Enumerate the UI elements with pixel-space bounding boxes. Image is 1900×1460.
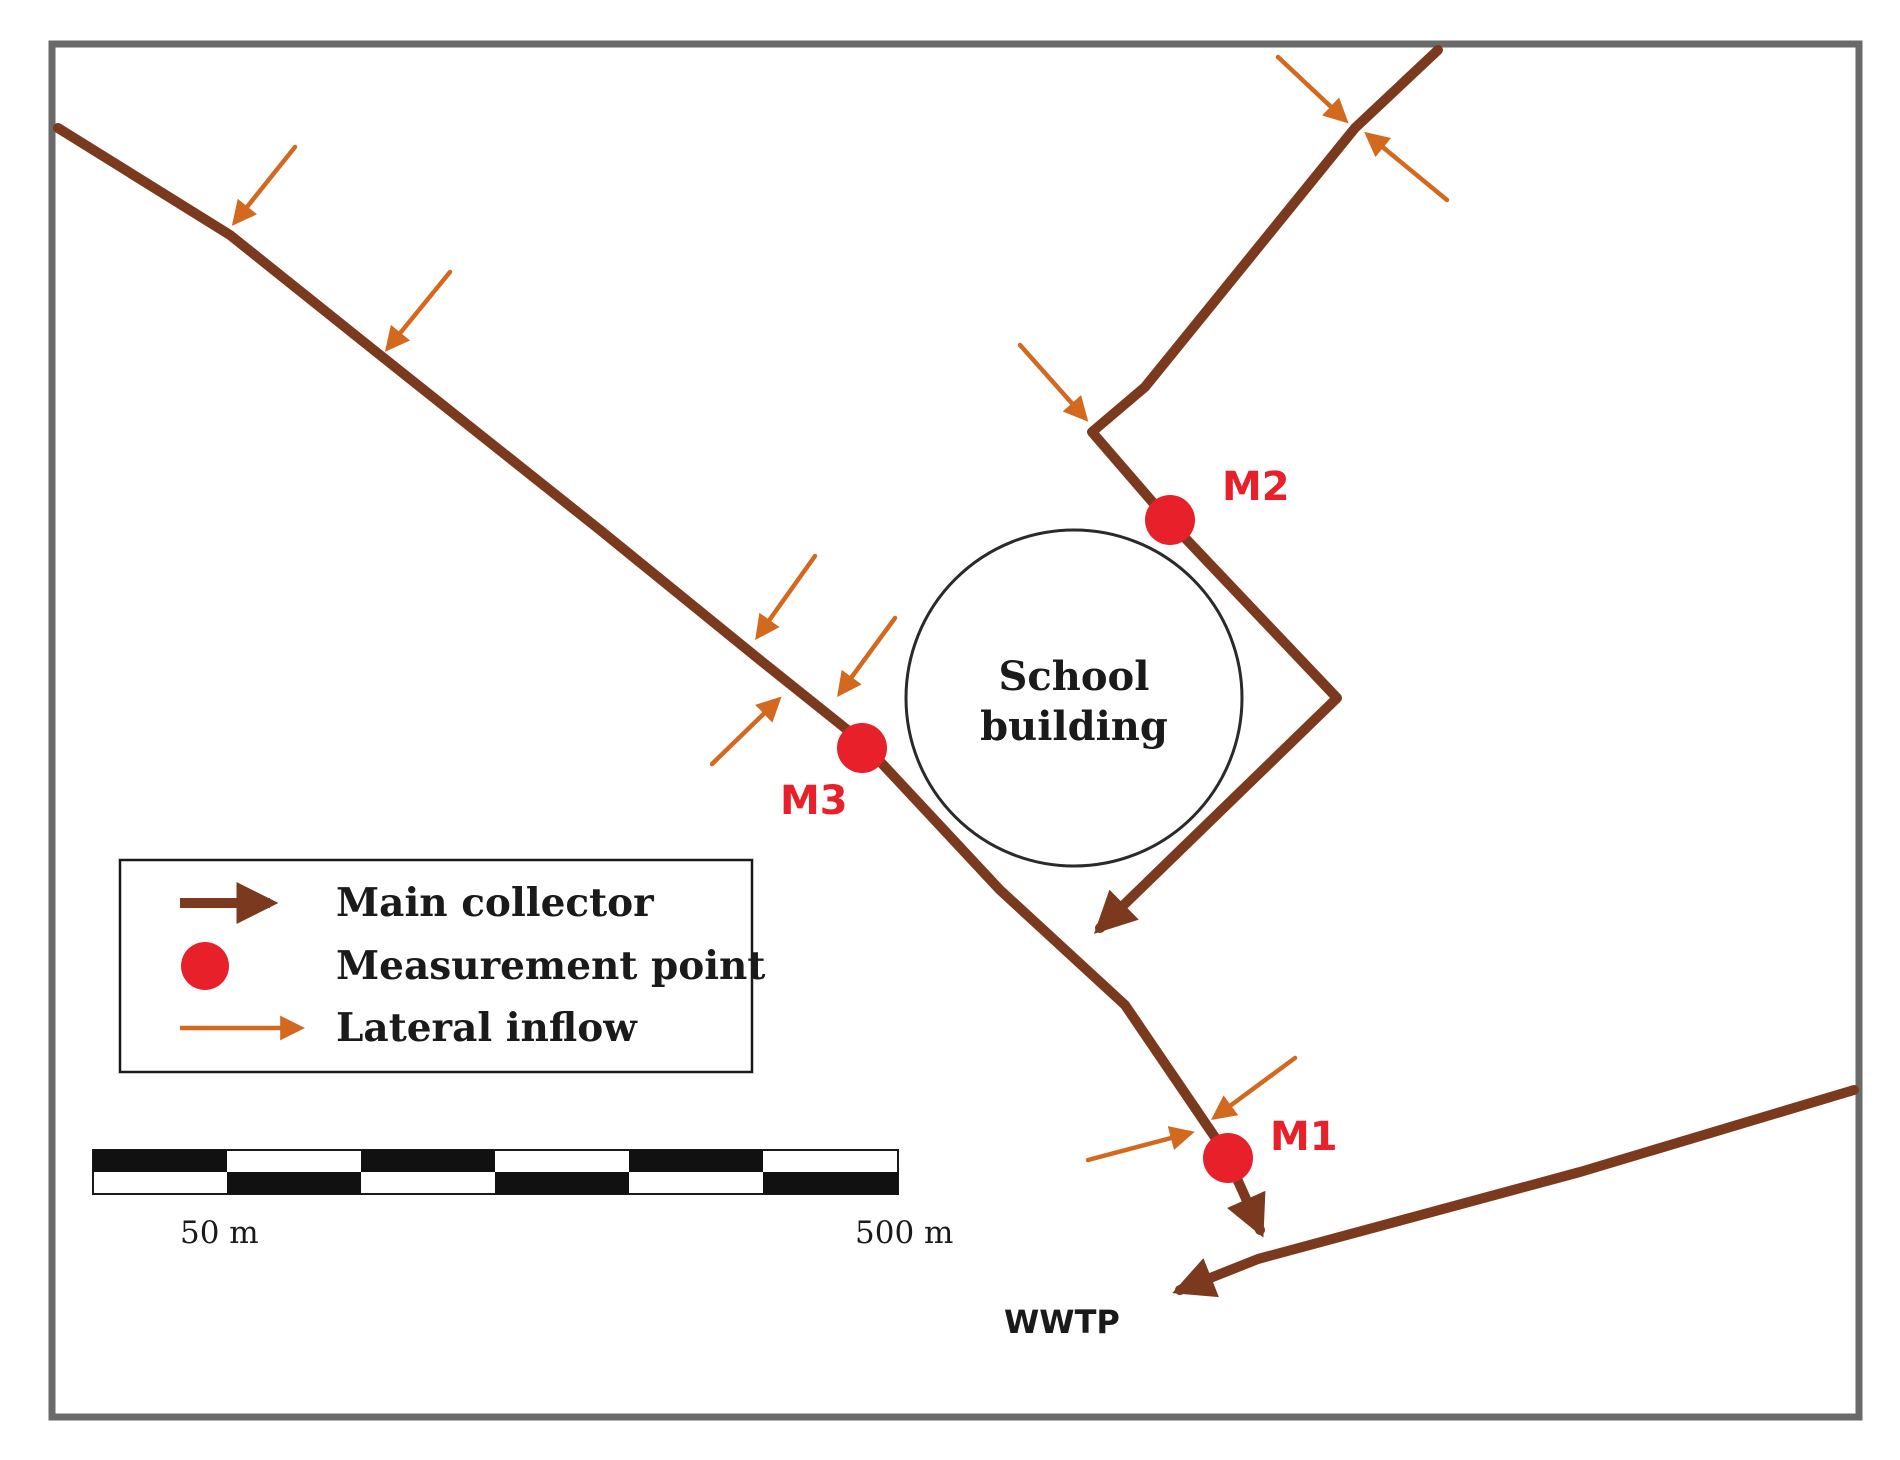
lateral-inflow-arrow <box>1364 131 1450 203</box>
scale-bar: 50 m 500 m <box>92 1149 953 1251</box>
wwtp-label: WWTP <box>1004 1303 1120 1341</box>
lateral-inflow-arrow <box>1275 54 1349 124</box>
legend-measurement-point-symbol <box>181 942 229 990</box>
school-building-label-line1: School <box>999 653 1150 700</box>
scale-bar-segment <box>763 1172 898 1194</box>
scale-bar-segment <box>495 1172 629 1194</box>
lateral-inflow-arrow <box>1211 1055 1298 1120</box>
school-building-label-line2: building <box>980 703 1168 750</box>
legend: Main collector Measurement point Lateral… <box>118 858 765 1074</box>
legend-lateral-inflow-label: Lateral inflow <box>336 1005 638 1051</box>
lateral-inflow-arrow <box>1085 1126 1195 1163</box>
measurement-point-m3 <box>837 723 887 773</box>
legend-measurement-point-label: Measurement point <box>336 943 765 989</box>
lateral-inflows <box>231 54 1450 1163</box>
scale-bar-segment <box>361 1150 495 1172</box>
legend-main-collector-label: Main collector <box>336 880 654 926</box>
scale-bar-segment <box>227 1172 361 1194</box>
scale-bar-label-right: 500 m <box>855 1215 953 1251</box>
scale-bar-segment <box>93 1150 227 1172</box>
measurement-point-m2 <box>1145 495 1195 545</box>
measurement-point-m1 <box>1203 1133 1253 1183</box>
lateral-inflow-arrow <box>384 269 453 352</box>
measurement-point-m3-label: M3 <box>780 778 848 824</box>
lateral-inflow-arrow <box>231 144 298 226</box>
main-collector-network <box>53 45 1859 1298</box>
west-collector-branch <box>53 123 1266 1238</box>
scale-bar-segment <box>629 1150 763 1172</box>
lateral-inflow-arrow <box>755 553 818 641</box>
north-collector-branch <box>1087 45 1443 934</box>
scale-bar-label-left: 50 m <box>180 1215 259 1251</box>
measurement-point-m2-label: M2 <box>1222 464 1290 510</box>
school-building <box>904 528 1244 868</box>
lateral-inflow-arrow <box>709 696 782 767</box>
measurement-point-m1-label: M1 <box>1270 1114 1338 1160</box>
lateral-inflow-arrow <box>1017 342 1089 422</box>
lateral-inflow-arrow <box>837 615 898 697</box>
east-collector-branch <box>1172 1085 1859 1298</box>
